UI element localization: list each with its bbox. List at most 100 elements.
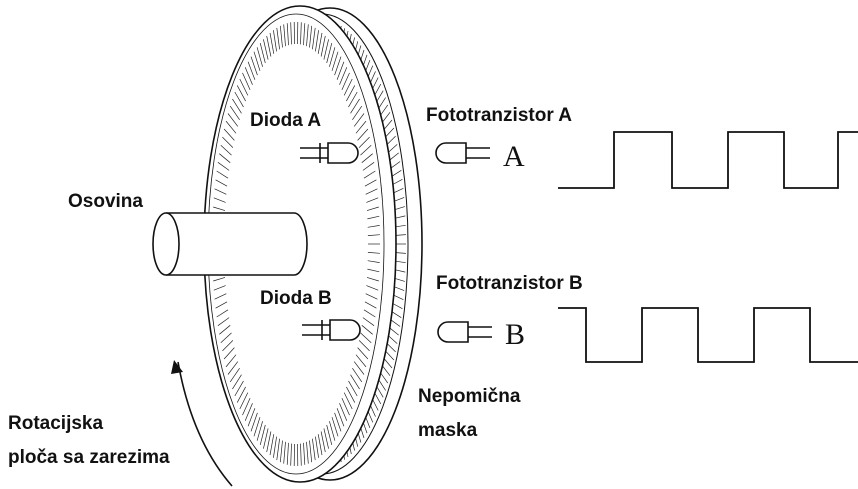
- slot-tick: [269, 32, 275, 54]
- slot-tick: [365, 188, 378, 195]
- slot-tick: [390, 319, 401, 327]
- disc-label-line1: Rotacijska: [8, 413, 103, 434]
- slot-tick: [219, 325, 231, 335]
- slot-tick: [341, 397, 350, 416]
- slot-tick: [394, 197, 405, 202]
- slot-tick: [259, 424, 266, 445]
- slot-tick: [350, 374, 360, 390]
- slot-tick: [263, 39, 269, 60]
- slot-tick: [213, 197, 226, 203]
- slot-tick: [317, 32, 323, 54]
- slot-tick: [250, 412, 258, 432]
- disc-label-line2: ploča sa zarezima: [8, 447, 170, 468]
- slot-tick: [309, 440, 313, 463]
- slot-tick: [222, 136, 234, 148]
- slot-tick: [276, 27, 280, 50]
- slot-tick: [269, 434, 275, 456]
- slot-tick: [309, 25, 313, 48]
- slot-tick: [394, 286, 405, 291]
- slot-tick: [300, 22, 302, 45]
- slot-tick: [361, 325, 373, 335]
- slot-tick: [253, 417, 261, 437]
- slot-tick: [364, 179, 377, 187]
- slot-tick: [253, 51, 261, 71]
- slot-tick: [367, 268, 380, 273]
- slot-tick: [341, 72, 350, 91]
- slot-tick: [331, 51, 339, 71]
- slot-tick: [395, 269, 406, 273]
- slot-tick: [336, 408, 345, 427]
- slot-tick: [290, 22, 292, 45]
- slot-tick: [385, 127, 395, 138]
- slot-tick: [366, 206, 379, 211]
- slot-tick: [227, 361, 239, 375]
- slot-tick: [217, 317, 230, 326]
- slot-tick: [266, 35, 272, 57]
- slot-tick: [213, 206, 226, 211]
- slot-tick: [360, 332, 372, 343]
- slot-tick: [320, 35, 326, 57]
- slot-tick: [303, 442, 306, 465]
- slot-tick: [390, 161, 401, 169]
- slot-tick: [225, 354, 237, 368]
- slot-tick: [306, 24, 309, 47]
- slot-tick: [214, 188, 227, 195]
- slot-tick: [220, 145, 232, 156]
- slot-tick: [323, 428, 329, 449]
- slot-tick: [336, 61, 345, 80]
- slot-tick: [386, 135, 396, 146]
- slot-tick: [315, 436, 319, 458]
- slot-tick: [223, 128, 235, 141]
- signal-b-label: B: [505, 318, 525, 351]
- slot-tick: [346, 85, 356, 102]
- slot-tick: [232, 98, 242, 114]
- signal-b-waveform: [558, 307, 858, 363]
- slot-tick: [256, 421, 263, 441]
- slot-tick: [329, 421, 336, 441]
- mask-label-line1: Nepomična: [418, 386, 521, 407]
- slot-tick: [363, 309, 376, 318]
- shaft-label: Osovina: [68, 191, 143, 212]
- slot-tick: [266, 431, 272, 453]
- slot-tick: [358, 340, 370, 352]
- slot-tick: [339, 67, 348, 85]
- slot-tick: [317, 434, 323, 456]
- slot-tick: [352, 105, 363, 120]
- phototransistor-a-label: Fototranzistor A: [426, 105, 572, 126]
- mask-label-line2: maska: [418, 420, 478, 441]
- slot-tick: [389, 327, 399, 336]
- slot-tick: [234, 91, 244, 108]
- slot-tick: [366, 277, 379, 282]
- slot-tick: [362, 162, 375, 171]
- slot-tick: [286, 442, 289, 465]
- diode-b-label: Dioda B: [260, 288, 332, 309]
- slot-tick: [334, 412, 342, 432]
- signal-a-label: A: [503, 140, 525, 173]
- slot-tick: [216, 170, 229, 179]
- slot-tick: [213, 277, 226, 282]
- slot-tick: [388, 144, 398, 153]
- slot-tick: [239, 78, 249, 96]
- slot-tick: [331, 417, 339, 437]
- slot-tick: [216, 309, 229, 318]
- slot-tick: [273, 436, 277, 458]
- slot-tick: [339, 403, 348, 421]
- slot-tick: [365, 293, 378, 300]
- phototransistor-b-label: Fototranzistor B: [436, 273, 583, 294]
- slot-tick: [334, 56, 342, 76]
- slot-tick: [395, 260, 406, 264]
- disc-slots: [212, 21, 380, 467]
- slot-tick: [383, 119, 393, 131]
- slot-tick: [215, 301, 228, 309]
- slot-tick: [244, 403, 253, 421]
- slot-tick: [386, 342, 396, 353]
- slot-tick: [395, 234, 406, 236]
- slot-tick: [393, 187, 404, 194]
- slot-tick: [236, 85, 246, 102]
- slot-tick: [394, 278, 405, 282]
- slot-tick: [217, 162, 230, 171]
- phototransistor-b-icon: [437, 321, 492, 343]
- slot-tick: [236, 386, 246, 403]
- slot-tick: [329, 47, 336, 67]
